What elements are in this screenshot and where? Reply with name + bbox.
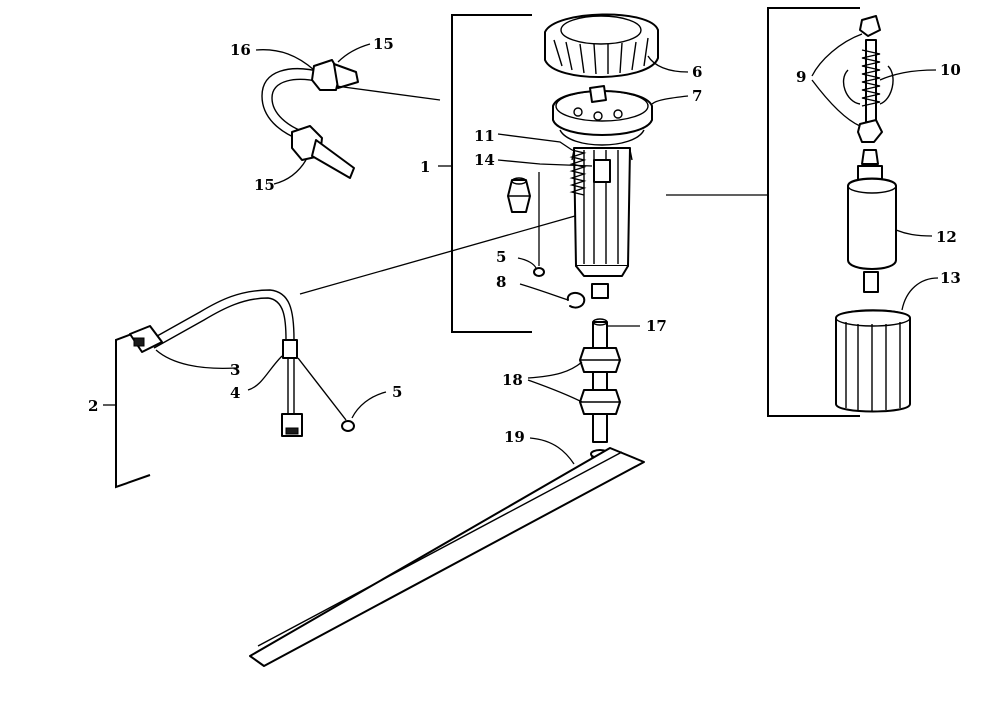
callout-12: 12 xyxy=(936,228,957,246)
grommet xyxy=(507,177,531,213)
wiring-harness xyxy=(149,215,576,437)
pump-strainer xyxy=(835,309,911,413)
bracket-pump-detail xyxy=(666,7,860,417)
hose-fitting-upper xyxy=(311,59,441,101)
callout-5-upper: 5 xyxy=(496,248,506,266)
pickup-tube xyxy=(592,318,608,443)
callout-19: 19 xyxy=(504,428,525,446)
callout-14: 14 xyxy=(474,151,495,169)
sending-plate xyxy=(249,447,645,667)
pump-outlet xyxy=(857,149,883,181)
callout-17: 17 xyxy=(646,317,667,335)
callout-6: 6 xyxy=(692,63,702,81)
pump-sleeve-spring xyxy=(842,39,894,123)
pump-nut-upper xyxy=(859,15,881,37)
callout-5-lower: 5 xyxy=(392,383,402,401)
callout-labels: 1 2 3 4 5 5 6 7 8 9 10 11 12 13 14 15 15… xyxy=(88,35,961,446)
callout-1: 1 xyxy=(420,158,430,176)
fuel-hose xyxy=(261,68,323,141)
callout-15-lower: 15 xyxy=(254,176,275,194)
float-upper xyxy=(579,347,621,373)
ground-screw xyxy=(341,420,355,432)
callout-15-upper: 15 xyxy=(373,35,394,53)
callout-11: 11 xyxy=(474,127,495,145)
callout-3: 3 xyxy=(230,361,240,379)
lock-ring xyxy=(544,13,659,79)
leader-lines xyxy=(155,33,939,465)
float-lower xyxy=(579,389,621,415)
pump-nut-lower xyxy=(857,119,883,143)
callout-7: 7 xyxy=(692,87,702,105)
callout-9: 9 xyxy=(796,68,806,86)
callout-4: 4 xyxy=(230,384,240,402)
callout-16: 16 xyxy=(230,41,251,59)
pump-spring xyxy=(569,149,611,196)
callout-2: 2 xyxy=(88,397,98,415)
callout-10: 10 xyxy=(940,61,961,79)
callout-8: 8 xyxy=(496,273,506,291)
hose-fitting-lower xyxy=(291,125,355,179)
pump-flange xyxy=(552,85,653,146)
callout-18: 18 xyxy=(502,371,523,389)
harness-connector xyxy=(129,325,163,353)
retaining-clip xyxy=(566,292,586,309)
screw-upper xyxy=(533,267,545,277)
electric-fuel-pump xyxy=(847,177,897,293)
callout-13: 13 xyxy=(940,269,961,287)
bracket-assembly-1 xyxy=(438,14,532,333)
pump-outlet-nozzle xyxy=(591,283,609,299)
